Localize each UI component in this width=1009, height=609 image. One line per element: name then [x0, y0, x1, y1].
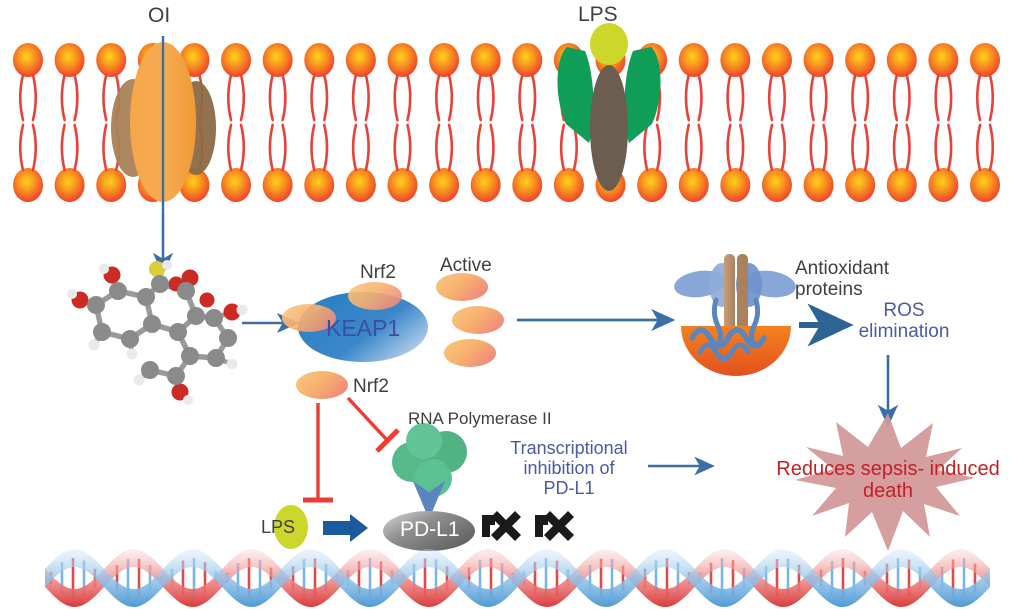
- lps-ligand-bottom: [274, 505, 308, 549]
- nrf2-free-label: Nrf2: [353, 376, 389, 397]
- lps-ligand-membrane: [590, 23, 628, 65]
- active-label: Active: [440, 255, 492, 276]
- arrow-lps-to-pdl1: [323, 514, 368, 542]
- lps-bottom-label: LPS: [261, 517, 296, 537]
- lps-receptor-tlr4: [557, 23, 661, 191]
- sepsis-death-starburst: [795, 413, 975, 551]
- pd-l1-label: PD-L1: [400, 518, 460, 541]
- pd-l1-protein: [383, 511, 475, 551]
- nrf2-bound-left: [282, 304, 336, 332]
- keap1-protein: [298, 292, 428, 362]
- oi-label: OI: [148, 4, 171, 27]
- inhibition-nrf2-to-lps: [303, 403, 333, 503]
- rna-polymerase-label: RNA Polymerase II: [408, 409, 552, 428]
- sepsis-star-label: Reduces sepsis- induced death: [776, 458, 1000, 503]
- antioxidant-proteins-label: Antioxidant proteins: [795, 258, 890, 301]
- transcription-block-icon-2: [535, 511, 574, 541]
- lps-membrane-label: LPS: [578, 3, 618, 26]
- transcription-block-icon-1: [482, 511, 521, 541]
- antioxidant-protein-complex: [674, 254, 796, 376]
- oroxylin-molecule-ball-and-stick: [67, 260, 248, 405]
- dna-double-helix: [45, 549, 990, 607]
- transcriptional-inhibition-label: Transcriptional inhibition of PD-L1: [510, 438, 628, 499]
- keap1-nrf2-complex: [282, 282, 428, 362]
- inhibition-nrf2-to-rna-polymerase: [346, 396, 400, 453]
- nrf2-bound-top: [348, 282, 402, 310]
- nrf2-free-protein: [296, 371, 348, 399]
- keap1-label: KEAP1: [326, 315, 401, 341]
- rna-polymerase-ii-complex: [392, 423, 467, 497]
- active-nrf2-group: [436, 273, 504, 367]
- nrf2-bound-label: Nrf2: [360, 262, 396, 283]
- ros-elimination-label: ROS elimination: [858, 300, 950, 343]
